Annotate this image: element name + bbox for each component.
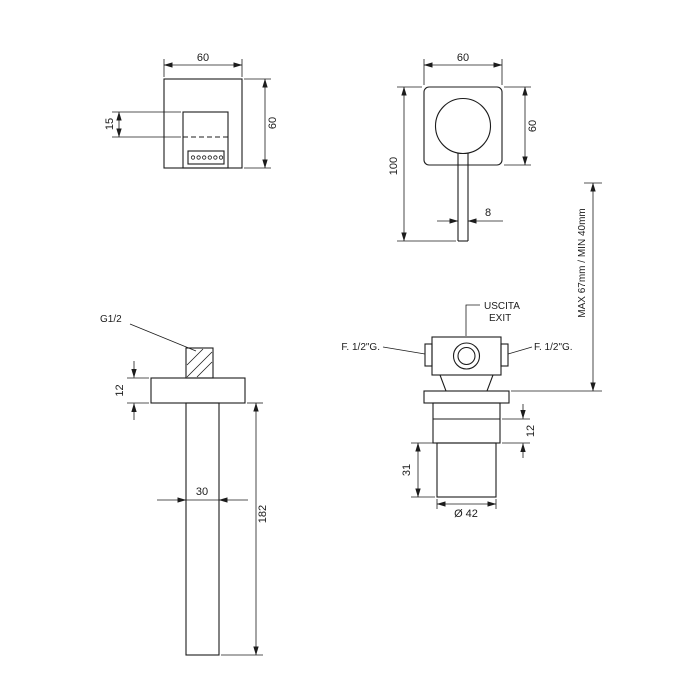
valve-flange — [423, 390, 510, 404]
dim-spout-front-width: 60 — [163, 52, 243, 77]
spout-front-body — [182, 111, 229, 169]
inlet-left-callout: F. 1/2"G. — [341, 342, 426, 355]
dim-label-body-height: 31 — [401, 464, 413, 476]
dim-label-height: 60 — [527, 120, 539, 132]
view-mixer-front: 60 60 100 8 — [388, 52, 539, 242]
view-spout-front: 60 60 15 — [104, 52, 279, 169]
dim-label-total-height: 100 — [388, 157, 400, 175]
valve-cylinder — [436, 442, 497, 498]
spout-thread-tail — [185, 347, 214, 379]
dim-trim-depth: 12 — [502, 404, 537, 458]
dim-label-width: 60 — [457, 52, 469, 64]
dim-label-tube-width: 30 — [196, 486, 208, 498]
thread-label: G1/2 — [100, 314, 122, 325]
dim-body-height: 31 — [401, 442, 435, 498]
dim-lever-width: 8 — [437, 207, 503, 224]
valve-neck — [439, 374, 494, 392]
dim-wall-range: MAX 67mm / MIN 40mm — [511, 182, 602, 392]
valve-outlet-port-inner — [457, 346, 476, 366]
spout-front-plate-outline — [163, 78, 243, 169]
outlet-label-line1: USCITA — [484, 301, 520, 312]
dim-mixer-height: 60 — [504, 86, 539, 166]
dim-label-offset: 15 — [104, 118, 116, 130]
valve-sleeve — [432, 402, 501, 444]
dim-tube-width: 30 — [157, 486, 248, 503]
mixer-lever — [457, 153, 469, 242]
dim-plate-thickness: 12 — [114, 361, 149, 420]
dim-label-diameter: Ø 42 — [454, 508, 478, 520]
dim-mixer-width: 60 — [423, 52, 503, 85]
inlet-left-label: F. 1/2"G. — [341, 342, 380, 353]
inlet-right-callout: F. 1/2"G. — [507, 342, 573, 355]
spout-wall-plate — [150, 377, 246, 404]
outlet-label-line2: EXIT — [489, 313, 511, 324]
dim-diameter: Ø 42 — [436, 499, 497, 520]
inlet-right-label: F. 1/2"G. — [534, 342, 573, 353]
dim-label-height: 60 — [267, 117, 279, 129]
view-spout-side: G1/2 12 30 182 — [100, 314, 269, 656]
valve-outlet-port-outer — [452, 342, 481, 370]
view-valve-side: USCITA EXIT F. 1/2"G. F. 1/2"G. — [341, 182, 602, 520]
valve-body — [423, 336, 510, 498]
dim-label-trim-depth: 12 — [525, 425, 537, 437]
spout-front-aerator — [187, 150, 225, 165]
thread-leader — [129, 323, 197, 352]
dim-spout-front-height: 60 — [244, 78, 279, 169]
mixer-plate-outline — [423, 86, 503, 166]
dim-mixer-total-height: 100 — [388, 86, 456, 242]
dim-label-wall-range: MAX 67mm / MIN 40mm — [577, 208, 588, 317]
mixer-knob — [434, 97, 492, 155]
dim-spout-front-offset: 15 — [104, 111, 181, 138]
dim-label-width: 60 — [197, 52, 209, 64]
spout-tube — [185, 402, 220, 656]
outlet-callout: USCITA EXIT — [465, 301, 520, 336]
dim-label-lever-width: 8 — [485, 207, 491, 219]
dim-label-plate-thickness: 12 — [114, 384, 126, 396]
aerator-holes — [190, 155, 224, 160]
dim-label-tube-length: 182 — [257, 505, 269, 523]
dim-tube-length: 182 — [221, 402, 269, 656]
